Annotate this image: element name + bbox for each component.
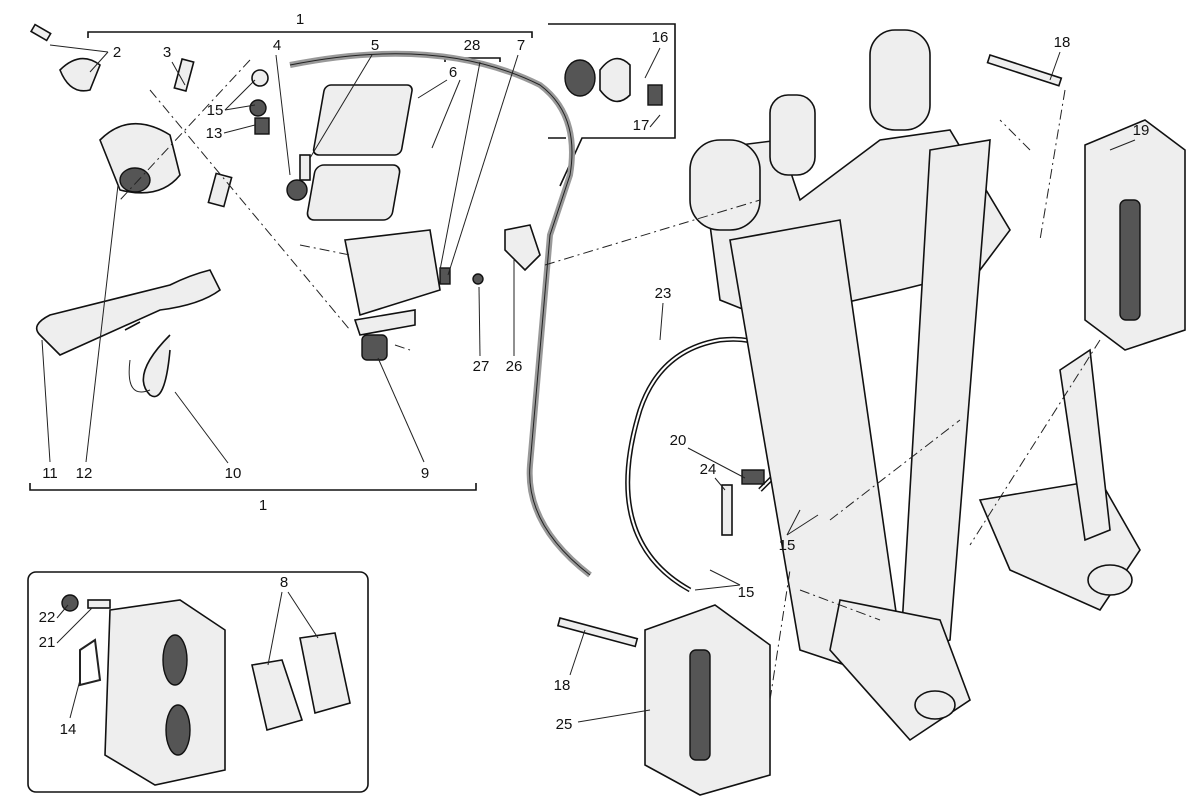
part-number-label: 1 bbox=[296, 11, 304, 28]
part-number-label: 18 bbox=[1054, 34, 1071, 51]
inset-caliper bbox=[61, 594, 226, 786]
rear-caliper-19 bbox=[1084, 119, 1186, 351]
part-number-label: 15 bbox=[779, 537, 796, 554]
leader-line bbox=[659, 302, 664, 341]
part-number-label: 1 bbox=[259, 497, 267, 514]
leader-line bbox=[224, 79, 256, 111]
leader-line bbox=[56, 607, 93, 644]
leader-line bbox=[1049, 51, 1061, 81]
reservoir-hose-outline bbox=[289, 53, 591, 576]
part-number-label: 13 bbox=[206, 125, 223, 142]
leader-line bbox=[786, 509, 801, 536]
leader-line bbox=[224, 104, 256, 111]
part-number-label: 15 bbox=[207, 102, 224, 119]
leader-line bbox=[714, 477, 726, 491]
assembly-lines bbox=[119, 59, 1101, 701]
part-number-label: 25 bbox=[556, 716, 573, 733]
bolt-18-top bbox=[986, 53, 1063, 87]
leader-line bbox=[41, 339, 51, 463]
part-number-label: 18 bbox=[554, 677, 571, 694]
leader-line bbox=[417, 79, 448, 99]
leader-line bbox=[569, 629, 586, 676]
front-caliper-25 bbox=[644, 604, 771, 796]
leader-line bbox=[69, 679, 81, 719]
leader-line bbox=[687, 447, 746, 479]
leader-line bbox=[275, 54, 291, 176]
part-number-label: 27 bbox=[473, 358, 490, 375]
part-number-label: 28 bbox=[464, 37, 481, 54]
inset-box-caliper bbox=[27, 571, 369, 793]
part-number-label: 21 bbox=[39, 634, 56, 651]
part-number-label: 7 bbox=[517, 37, 525, 54]
part-number-label: 15 bbox=[738, 584, 755, 601]
leader-line bbox=[431, 79, 461, 149]
group-bracket-top bbox=[87, 31, 533, 38]
part-number-label: 19 bbox=[1133, 122, 1150, 139]
leader-line bbox=[709, 569, 741, 586]
hose-clamp bbox=[472, 57, 663, 285]
leader-line bbox=[49, 44, 109, 53]
leader-line bbox=[786, 514, 819, 536]
leader-line bbox=[85, 184, 119, 463]
part-number-label: 4 bbox=[273, 37, 281, 54]
part-number-label: 9 bbox=[421, 465, 429, 482]
part-number-label: 10 bbox=[225, 465, 242, 482]
part-number-label: 8 bbox=[280, 574, 288, 591]
brake-reservoir bbox=[249, 69, 451, 361]
part-number-label: 5 bbox=[371, 37, 379, 54]
front-fork bbox=[689, 29, 1141, 742]
group-bracket-bottom bbox=[29, 483, 477, 491]
leader-line bbox=[56, 604, 69, 619]
part-number-label: 24 bbox=[700, 461, 717, 478]
bolt-18-bottom bbox=[556, 617, 639, 648]
leader-line bbox=[447, 54, 519, 276]
leader-line bbox=[377, 357, 425, 463]
part-number-label: 12 bbox=[76, 465, 93, 482]
part-number-label: 3 bbox=[163, 44, 171, 61]
leader-line bbox=[694, 584, 741, 591]
leader-line bbox=[287, 591, 319, 639]
leader-line bbox=[649, 114, 661, 128]
bracket-28 bbox=[444, 57, 501, 62]
part-number-label: 2 bbox=[113, 44, 121, 61]
brake-pads-8 bbox=[251, 632, 351, 732]
leader-line bbox=[174, 391, 229, 464]
leader-line bbox=[439, 61, 481, 271]
leader-line bbox=[267, 591, 283, 666]
part-number-label: 23 bbox=[655, 285, 672, 302]
leader-line bbox=[171, 61, 186, 86]
part-number-label: 22 bbox=[39, 609, 56, 626]
leader-line bbox=[644, 47, 661, 79]
part-number-label: 14 bbox=[60, 721, 77, 738]
leader-line bbox=[309, 54, 373, 159]
part-number-label: 20 bbox=[670, 432, 687, 449]
leader-line bbox=[1109, 139, 1136, 151]
part-number-label: 17 bbox=[633, 117, 650, 134]
leader-line bbox=[89, 51, 109, 73]
part-number-label: 26 bbox=[506, 358, 523, 375]
part-number-label: 16 bbox=[652, 29, 669, 46]
part-number-label: 6 bbox=[449, 64, 457, 81]
brake-lever-assembly bbox=[29, 23, 233, 398]
leader-line bbox=[577, 709, 651, 723]
part-number-label: 11 bbox=[42, 465, 58, 482]
leader-line bbox=[478, 286, 481, 357]
leader-line bbox=[223, 124, 256, 134]
